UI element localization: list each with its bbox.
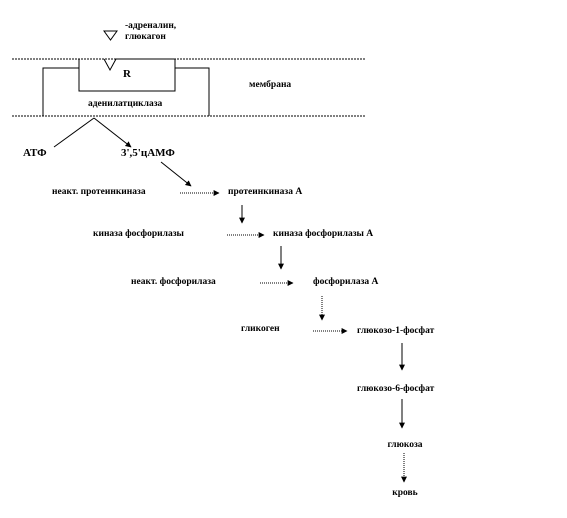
arrow-camp-activates bbox=[160, 161, 192, 187]
adenylate-cyclase-label: аденилатциклаза bbox=[88, 99, 163, 109]
hormones-label-line2: глюкагон bbox=[125, 32, 166, 42]
glycogen-label: гликоген bbox=[241, 324, 280, 334]
receptor-shape bbox=[78, 58, 176, 92]
atp-label: АТФ bbox=[23, 147, 47, 159]
camp-label: 3',5'цАМФ bbox=[121, 147, 175, 159]
phosphorylase-kinase-label: киназа фосфорилазы bbox=[93, 229, 184, 239]
glucose-1-phosphate-label: глюкозо-1-фосфат bbox=[357, 326, 435, 336]
phosphorylase-a-label: фосфорилаза А bbox=[313, 277, 379, 287]
glucose-6-phosphate-label: глюкозо-6-фосфат bbox=[357, 384, 435, 394]
receptor-label: R bbox=[123, 68, 131, 80]
blood-label: кровь bbox=[392, 488, 418, 498]
arrow-atp-to-camp bbox=[93, 117, 132, 148]
protein-kinase-a-label: протеинкиназа А bbox=[228, 187, 303, 197]
inactive-protein-kinase-label: неакт. протеинкиназа bbox=[52, 187, 146, 197]
inactive-phosphorylase-label: неакт. фосфорилаза bbox=[131, 277, 216, 287]
phosphorylase-kinase-a-label: киназа фосфорилазы А bbox=[273, 229, 374, 239]
hormones-label-line1: -адреналин, bbox=[125, 21, 177, 31]
branch-to-atp bbox=[53, 117, 95, 148]
adenylate-cyclase-shape bbox=[42, 67, 210, 116]
glucose-label: глюкоза bbox=[387, 440, 423, 450]
membrane-label: мембрана bbox=[249, 80, 292, 90]
hormone-triangle-icon bbox=[103, 30, 118, 41]
